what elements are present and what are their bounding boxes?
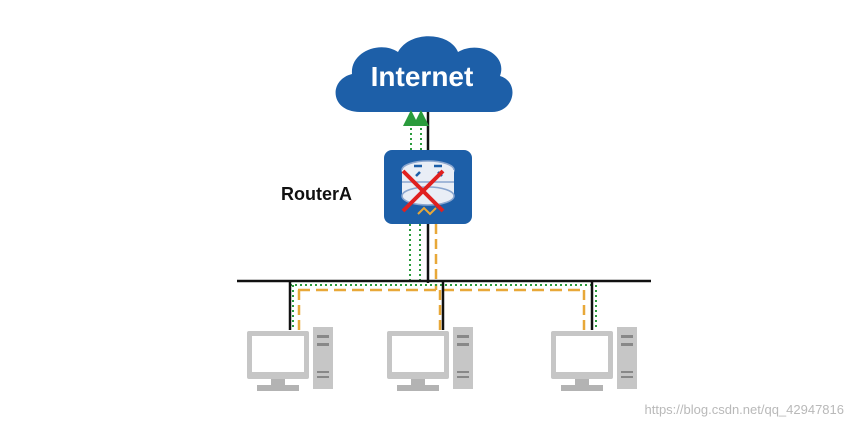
failure-x-icon	[401, 169, 445, 213]
internet-cloud-icon	[335, 36, 513, 112]
router-traffic-marker	[417, 206, 437, 216]
desktop-computer-icon	[387, 327, 473, 391]
internet-label: Internet	[371, 61, 474, 92]
router-label: RouterA	[281, 184, 352, 204]
desktop-computer-icon	[551, 327, 637, 391]
desktop-computer-icon	[247, 327, 333, 391]
watermark-url: https://blog.csdn.net/qq_42947816	[644, 402, 845, 417]
